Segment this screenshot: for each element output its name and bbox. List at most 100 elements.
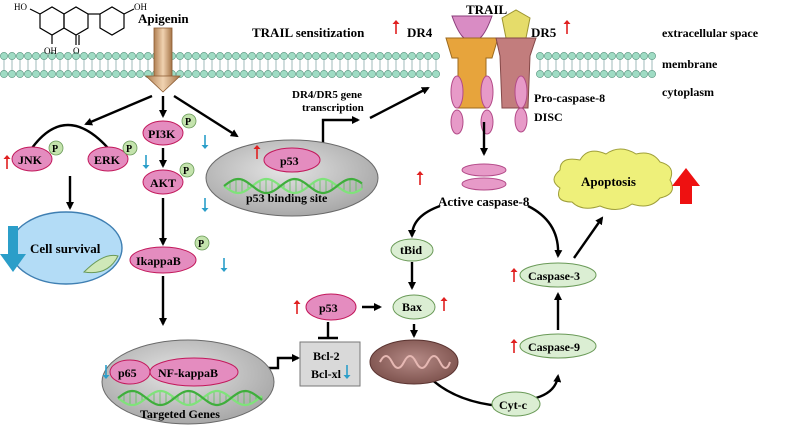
dr-transcription-label: DR4/DR5 gene transcription <box>292 89 365 114</box>
bclxl-label: Bcl-xl <box>311 367 342 381</box>
p65-node: p65 <box>109 359 151 385</box>
svg-text:IkappaB: IkappaB <box>136 254 181 268</box>
lipid-head-inner <box>544 70 552 78</box>
svg-text:NF-kappaB: NF-kappaB <box>158 366 218 380</box>
lipid-head-inner <box>64 70 72 78</box>
lipid-head-inner <box>384 70 392 78</box>
jnk-up-arrow <box>3 155 11 169</box>
lipid-head-outer <box>552 52 560 60</box>
lipid-head-inner <box>248 70 256 78</box>
lipid-head-outer <box>288 52 296 60</box>
lipid-head-outer <box>24 52 32 60</box>
lipid-head-inner <box>592 70 600 78</box>
apoptosis-up-arrow <box>672 168 700 204</box>
lipid-head-outer <box>328 52 336 60</box>
lipid-head-inner <box>32 70 40 78</box>
lipid-head-inner <box>576 70 584 78</box>
lipid-head-outer <box>248 52 256 60</box>
lipid-head-outer <box>416 52 424 60</box>
lipid-head-outer <box>48 52 56 60</box>
lipid-head-outer <box>32 52 40 60</box>
pi3k-down-arrow <box>201 135 209 149</box>
lipid-head-outer <box>72 52 80 60</box>
lipid-head-inner <box>288 70 296 78</box>
pi3k-node: PI3K P <box>142 113 197 146</box>
lipid-head-outer <box>184 52 192 60</box>
lipid-head-inner <box>608 70 616 78</box>
lipid-head-inner <box>632 70 640 78</box>
lipid-head-inner <box>80 70 88 78</box>
lipid-head-outer <box>272 52 280 60</box>
regulation-indicators <box>3 20 571 379</box>
lipid-head-outer <box>176 52 184 60</box>
bcl2-bclxl-box <box>299 341 361 387</box>
trail-label: TRAIL <box>466 2 508 17</box>
tbid-node: tBid <box>390 238 434 262</box>
ikappab-phospho-badge <box>194 235 210 251</box>
lipid-head-inner <box>88 70 96 78</box>
lipid-head-inner <box>584 70 592 78</box>
lipid-head-inner <box>232 70 240 78</box>
svg-text:P: P <box>198 239 204 250</box>
lipid-head-outer <box>384 52 392 60</box>
lipid-head-inner <box>256 70 264 78</box>
lipid-head-outer <box>336 52 344 60</box>
lipid-head-inner <box>392 70 400 78</box>
bax-up-arrow <box>440 297 448 311</box>
p53-nucleus-ellipse <box>205 139 379 217</box>
lipid-head-inner <box>0 70 8 78</box>
active-caspase-8-icon <box>461 163 507 191</box>
svg-text:Bax: Bax <box>402 300 422 314</box>
lipid-head-outer <box>312 52 320 60</box>
pro-caspase-8-label: Pro-caspase-8 <box>534 91 605 105</box>
active-caspase8-up-arrow <box>416 171 424 185</box>
nf-kappab-node: NF-kappaB <box>149 357 239 387</box>
lipid-head-outer <box>216 52 224 60</box>
akt-phospho-badge <box>179 162 195 178</box>
lipid-head-outer <box>560 52 568 60</box>
lipid-head-inner <box>224 70 232 78</box>
caspase-9-node: Caspase-9 <box>519 333 597 359</box>
caspase9-up-arrow <box>510 339 518 353</box>
lipid-head-outer <box>40 52 48 60</box>
membrane-label: membrane <box>662 57 718 71</box>
lipid-head-outer <box>408 52 416 60</box>
lipid-head-outer <box>376 52 384 60</box>
lipid-head-outer <box>56 52 64 60</box>
svg-text:P: P <box>185 117 191 128</box>
lipid-head-inner <box>184 70 192 78</box>
lipid-head-outer <box>392 52 400 60</box>
lipid-head-inner <box>104 70 112 78</box>
apigenin-tube-arrow-head <box>144 75 182 93</box>
pi3k-phospho-badge <box>181 113 197 129</box>
lipid-head-inner <box>400 70 408 78</box>
lipid-head-outer <box>208 52 216 60</box>
lipid-head-outer <box>304 52 312 60</box>
lipid-head-outer <box>80 52 88 60</box>
erk-node: ERK P <box>87 140 138 172</box>
svg-text:p53: p53 <box>280 154 299 168</box>
lipid-head-outer <box>360 52 368 60</box>
lipid-head-outer <box>280 52 288 60</box>
cell-membrane <box>0 52 656 78</box>
apigenin-tube-arrow <box>153 27 173 79</box>
lipid-head-outer <box>576 52 584 60</box>
lipid-head-outer <box>136 52 144 60</box>
cell-survival-down-arrow <box>0 226 26 272</box>
apigenin-carbonyl: O <box>73 46 80 56</box>
jnk-phospho-badge <box>48 140 64 156</box>
lipid-head-inner <box>200 70 208 78</box>
lipid-head-inner <box>344 70 352 78</box>
lipid-head-inner <box>120 70 128 78</box>
lipid-head-outer <box>320 52 328 60</box>
lipid-head-inner <box>208 70 216 78</box>
apigenin-structure <box>29 6 135 45</box>
nfkb-dna-helix <box>117 389 263 407</box>
erk-down-arrow <box>142 155 150 169</box>
svg-text:Cyt-c: Cyt-c <box>499 398 528 412</box>
lipid-head-outer <box>608 52 616 60</box>
lipid-head-inner <box>24 70 32 78</box>
lipid-head-inner <box>336 70 344 78</box>
svg-text:PI3K: PI3K <box>148 127 176 141</box>
lipid-head-outer <box>240 52 248 60</box>
